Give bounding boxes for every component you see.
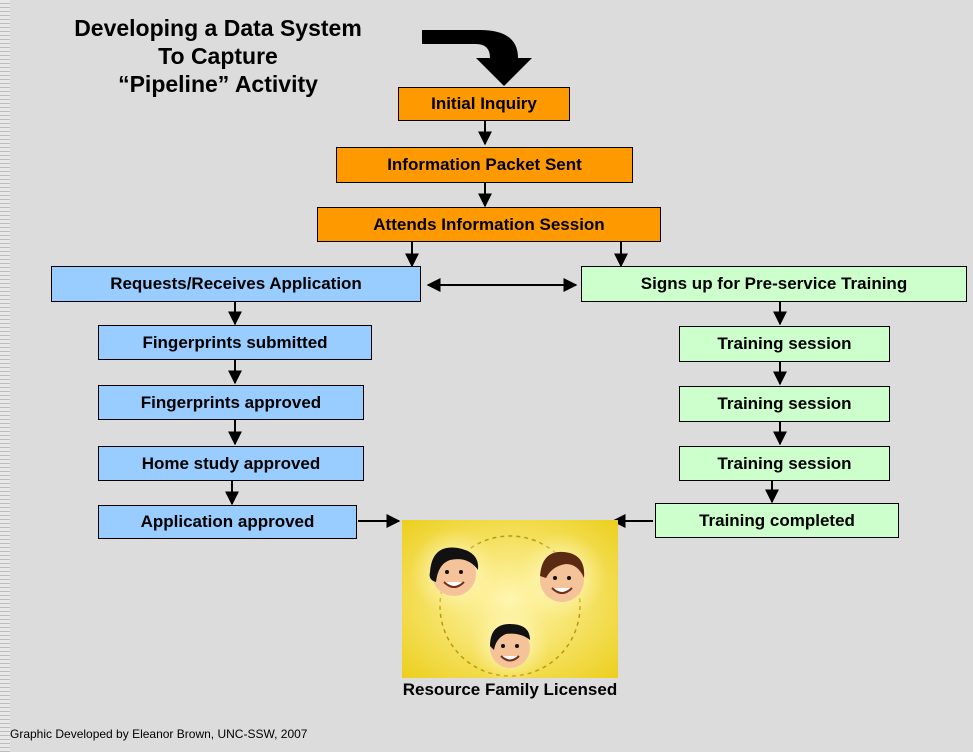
step-training-session-3: Training session — [679, 446, 890, 481]
step-label: Training session — [717, 453, 852, 473]
step-label: Signs up for Pre-service Training — [640, 274, 908, 293]
step-label: Attends Information Session — [373, 214, 605, 234]
step-label: Application approved — [140, 512, 315, 531]
step-fingerprints-approved: Fingerprints approved — [98, 385, 364, 420]
connector-lines — [225, 30, 787, 528]
step-label: Training completed — [699, 510, 855, 530]
step-information-packet: Information Packet Sent — [336, 147, 633, 183]
curved-arrow-icon — [422, 30, 532, 86]
happy-family-faces-icon — [402, 520, 618, 678]
step-application-request: Requests/Receives Application — [51, 266, 421, 302]
title-line-1: Developing a Data System — [74, 15, 362, 41]
step-label: Initial Inquiry — [431, 94, 537, 113]
step-label: Fingerprints submitted — [142, 332, 328, 352]
title-line-3: “Pipeline” Activity — [118, 71, 318, 97]
step-label: Home study approved — [141, 453, 321, 473]
step-label: Requests/Receives Application — [110, 274, 362, 293]
step-home-study-approved: Home study approved — [98, 446, 364, 481]
step-training-completed: Training completed — [655, 503, 899, 538]
step-label: Training session — [717, 334, 852, 353]
step-label: Information Packet Sent — [387, 155, 582, 174]
step-training-session-1: Training session — [679, 326, 890, 362]
slide: Developing a Data System To Capture “Pip… — [10, 0, 973, 752]
slide-title: Developing a Data System To Capture “Pip… — [32, 14, 404, 98]
bullet-strip — [0, 0, 10, 752]
step-information-session: Attends Information Session — [317, 207, 661, 242]
credit-note: Graphic Developed by Eleanor Brown, UNC-… — [10, 727, 308, 741]
outcome-caption: Resource Family Licensed — [402, 680, 618, 699]
step-preservice-signup: Signs up for Pre-service Training — [581, 266, 967, 302]
step-training-session-2: Training session — [679, 386, 890, 422]
step-label: Fingerprints approved — [140, 392, 322, 412]
step-fingerprints-submitted: Fingerprints submitted — [98, 325, 372, 360]
title-line-2: To Capture — [158, 43, 278, 69]
step-initial-inquiry: Initial Inquiry — [398, 87, 570, 121]
step-label: Training session — [717, 394, 852, 413]
step-application-approved: Application approved — [98, 505, 357, 539]
